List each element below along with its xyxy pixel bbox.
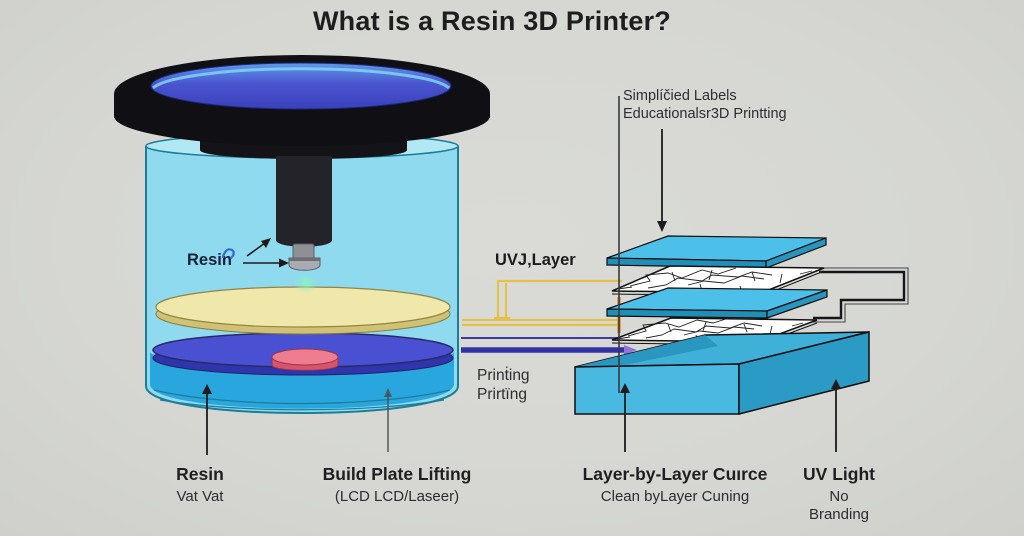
- caption-uv-light-subtitle: No: [829, 488, 849, 505]
- caption-build-plate-title: Build Plate Lifting: [322, 464, 472, 484]
- caption-resin-vat: Resin Vat Vat: [140, 464, 260, 505]
- top-right-annotation: Simplíčied Labels Educationalsr3D Printt…: [623, 87, 787, 123]
- caption-build-plate: Build Plate Lifting (LCD LCD/Laseer): [307, 464, 487, 505]
- build-plate-disk: [155, 286, 451, 335]
- uv-base-box: [574, 331, 870, 415]
- arrow-down-to-stack: [657, 129, 667, 232]
- cyan-slab-2: [606, 287, 828, 319]
- annotation-line-1: Simplíčied Labels: [623, 88, 737, 104]
- resin-pointer-label: Resin: [187, 251, 232, 269]
- cure-glow: [293, 273, 319, 293]
- arrow-resin-vat: [202, 384, 212, 455]
- caption-uv-light-title: UV Light: [803, 464, 875, 484]
- printing-line-1: Prinṫing: [477, 367, 530, 384]
- wire-navy: [461, 337, 637, 355]
- arrow-resin-diagonal: [246, 238, 271, 257]
- arrow-build-plate: [384, 388, 392, 452]
- lens-disk: [150, 62, 452, 110]
- caption-layer-cure-title: Layer-by-Layer Cuırce: [582, 464, 768, 484]
- wire-yellow: [462, 279, 622, 327]
- printer-lid: [114, 55, 490, 271]
- callout-lines: [202, 96, 841, 455]
- resin-vat-tank: [145, 133, 459, 414]
- printing-line-2: Prirtïng: [477, 386, 527, 403]
- caption-layer-cure: Layer-by-Layer Cuırce Clean byLayer Cuni…: [570, 464, 780, 505]
- z-axis-shaft: [276, 156, 332, 247]
- printed-object-puck: [271, 348, 339, 371]
- caption-resin-vat-title: Resin: [176, 464, 224, 484]
- arrow-uv-light: [831, 379, 841, 452]
- arrow-resin-to-nozzle: [243, 258, 289, 268]
- cyan-slab-1: [606, 235, 827, 269]
- annotation-line-2: Educationalsr3D Printting: [623, 106, 787, 122]
- caption-build-plate-subtitle: (LCD LCD/Laseer): [334, 488, 460, 505]
- printing-label: Prinṫing Prirtïng: [477, 366, 530, 404]
- layer-stack: [574, 235, 909, 415]
- page-title: What is a Resin 3D Printer?: [313, 6, 671, 36]
- caption-uv-light: UV Light No Branding: [778, 464, 900, 523]
- uv-layer-label: UVJ‚Layer: [495, 251, 576, 269]
- garbled-blue-mark-icon: [221, 248, 235, 260]
- connector-bracket: [813, 267, 909, 323]
- nozzle-coupler: [288, 243, 321, 271]
- caption-layer-cure-subtitle: Clean byLayer Cuning: [600, 488, 750, 505]
- caption-uv-light-subtitle2: Branding: [808, 506, 870, 523]
- caption-resin-vat-subtitle: Vat Vat: [176, 488, 224, 505]
- arrow-layer-cure: [620, 383, 630, 452]
